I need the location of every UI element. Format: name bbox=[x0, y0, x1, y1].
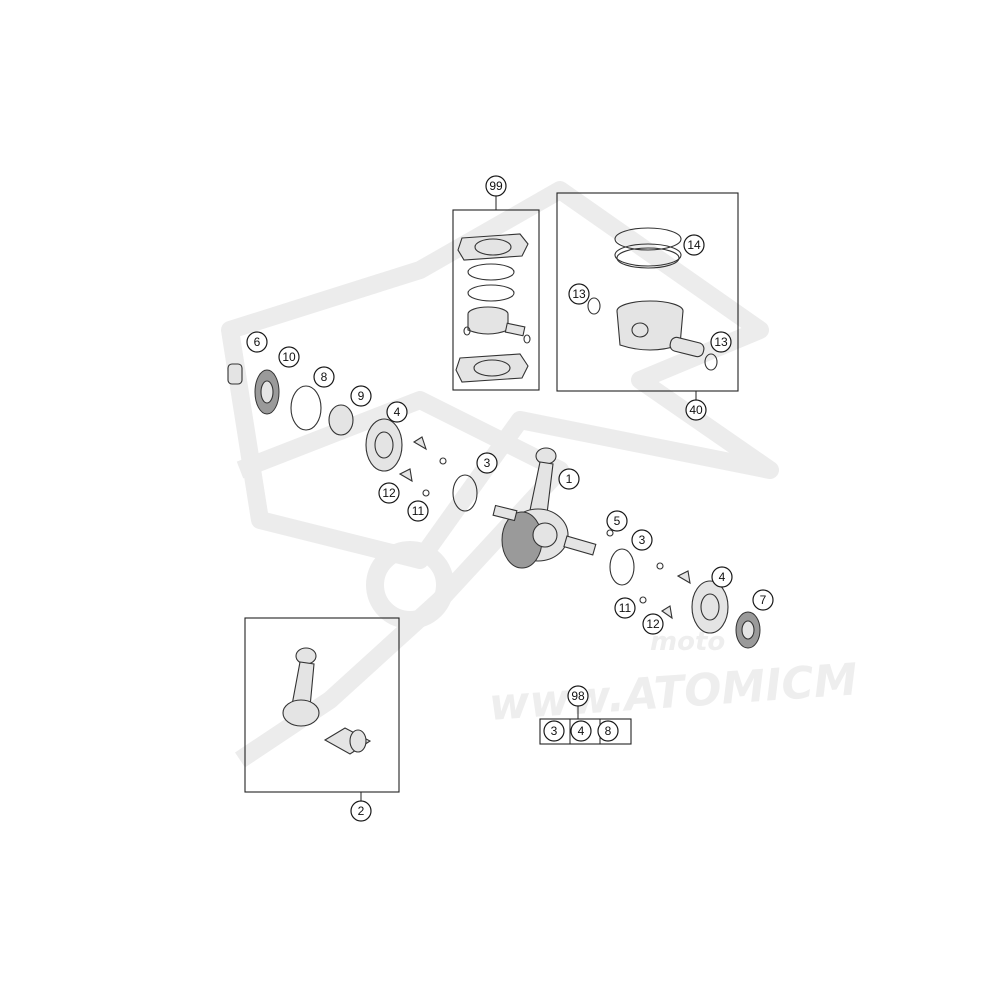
kit-40-parts bbox=[587, 227, 718, 371]
svg-text:40: 40 bbox=[689, 403, 703, 417]
callout-11: 11 bbox=[614, 597, 636, 619]
kit-2-parts bbox=[282, 647, 372, 755]
kit-98-item-4: 4 bbox=[570, 720, 592, 742]
kit-2-box bbox=[244, 617, 400, 793]
callout-14: 14 bbox=[683, 234, 705, 256]
svg-text:13: 13 bbox=[714, 335, 728, 349]
svg-text:11: 11 bbox=[412, 504, 425, 518]
kit-99-parts bbox=[455, 233, 531, 383]
svg-text:14: 14 bbox=[687, 238, 701, 252]
left-shaft-parts bbox=[227, 363, 478, 512]
callout-8: 8 bbox=[313, 366, 335, 388]
callout-6: 6 bbox=[246, 331, 268, 353]
svg-text:8: 8 bbox=[321, 370, 328, 384]
callout-12: 12 bbox=[378, 482, 400, 504]
callout-12: 12 bbox=[642, 613, 664, 635]
callout-99: 99 bbox=[485, 175, 507, 197]
svg-text:13: 13 bbox=[572, 287, 586, 301]
svg-text:11: 11 bbox=[619, 601, 632, 615]
svg-text:2: 2 bbox=[358, 804, 365, 818]
leader-lines bbox=[360, 196, 697, 801]
svg-text:98: 98 bbox=[571, 689, 585, 703]
callout-7: 7 bbox=[752, 589, 774, 611]
callout-2: 2 bbox=[350, 800, 372, 822]
svg-text:99: 99 bbox=[489, 179, 503, 193]
svg-text:9: 9 bbox=[358, 389, 365, 403]
svg-text:5: 5 bbox=[614, 514, 621, 528]
svg-text:10: 10 bbox=[282, 350, 296, 364]
callout-98: 98 bbox=[567, 685, 589, 707]
callout-40: 40 bbox=[685, 399, 707, 421]
svg-text:4: 4 bbox=[394, 405, 401, 419]
kit-98-item-3: 3 bbox=[543, 720, 565, 742]
callout-3: 3 bbox=[631, 529, 653, 551]
svg-text:3: 3 bbox=[639, 533, 646, 547]
svg-text:3: 3 bbox=[551, 724, 558, 738]
svg-text:1: 1 bbox=[566, 472, 573, 486]
svg-text:4: 4 bbox=[578, 724, 585, 738]
svg-text:12: 12 bbox=[646, 617, 660, 631]
svg-text:8: 8 bbox=[605, 724, 612, 738]
callout-11: 11 bbox=[407, 500, 429, 522]
crankshaft-assembly bbox=[492, 447, 614, 569]
svg-text:7: 7 bbox=[760, 593, 767, 607]
kit-98-item-8: 8 bbox=[597, 720, 619, 742]
callout-13: 13 bbox=[568, 283, 590, 305]
kit-98-box bbox=[539, 718, 632, 745]
callout-4: 4 bbox=[711, 566, 733, 588]
callout-5: 5 bbox=[606, 510, 628, 532]
svg-text:3: 3 bbox=[484, 456, 491, 470]
svg-text:12: 12 bbox=[382, 486, 396, 500]
svg-text:6: 6 bbox=[254, 335, 261, 349]
callout-10: 10 bbox=[278, 346, 300, 368]
callout-13: 13 bbox=[710, 331, 732, 353]
right-shaft-parts bbox=[609, 548, 761, 649]
callout-1: 1 bbox=[558, 468, 580, 490]
svg-text:4: 4 bbox=[719, 570, 726, 584]
kit-40-box bbox=[556, 192, 739, 392]
callout-9: 9 bbox=[350, 385, 372, 407]
callout-3: 3 bbox=[476, 452, 498, 474]
callout-4: 4 bbox=[386, 401, 408, 423]
